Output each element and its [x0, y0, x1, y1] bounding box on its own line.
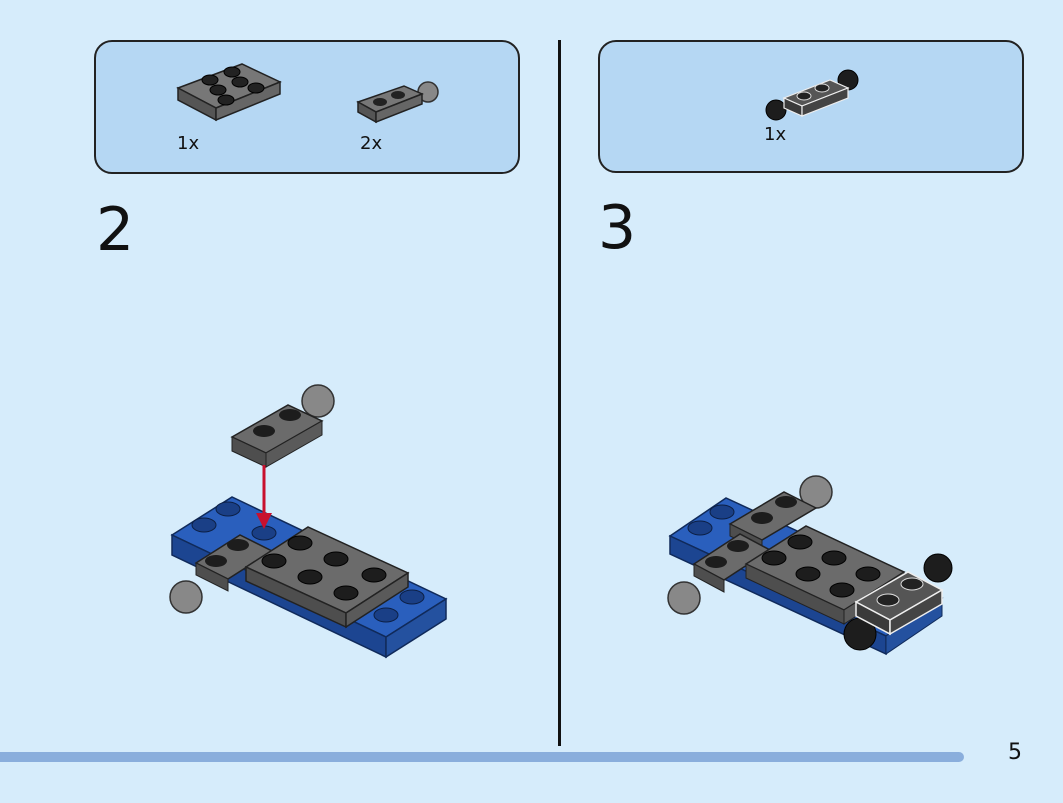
step-2-part-1-qty: 1x — [177, 133, 200, 154]
step-3-part-1-qty: 1x — [764, 124, 787, 145]
plate-2x3-dark-gray-icon — [176, 63, 282, 122]
step-3-number: 3 — [598, 193, 637, 263]
step-2-assembly-illustration — [169, 384, 448, 659]
step-3-assembly-illustration — [667, 475, 953, 656]
step-divider — [558, 40, 561, 746]
step-2-parts-callout — [94, 40, 520, 174]
page-progress-bar — [0, 752, 964, 762]
plate-1x2-two-balls-icon — [765, 69, 859, 121]
step-2-part-2-qty: 2x — [360, 133, 383, 154]
page-number: 5 — [1008, 740, 1022, 765]
step-2-number: 2 — [96, 195, 135, 265]
plate-1x2-ball-joint-icon — [356, 81, 439, 124]
